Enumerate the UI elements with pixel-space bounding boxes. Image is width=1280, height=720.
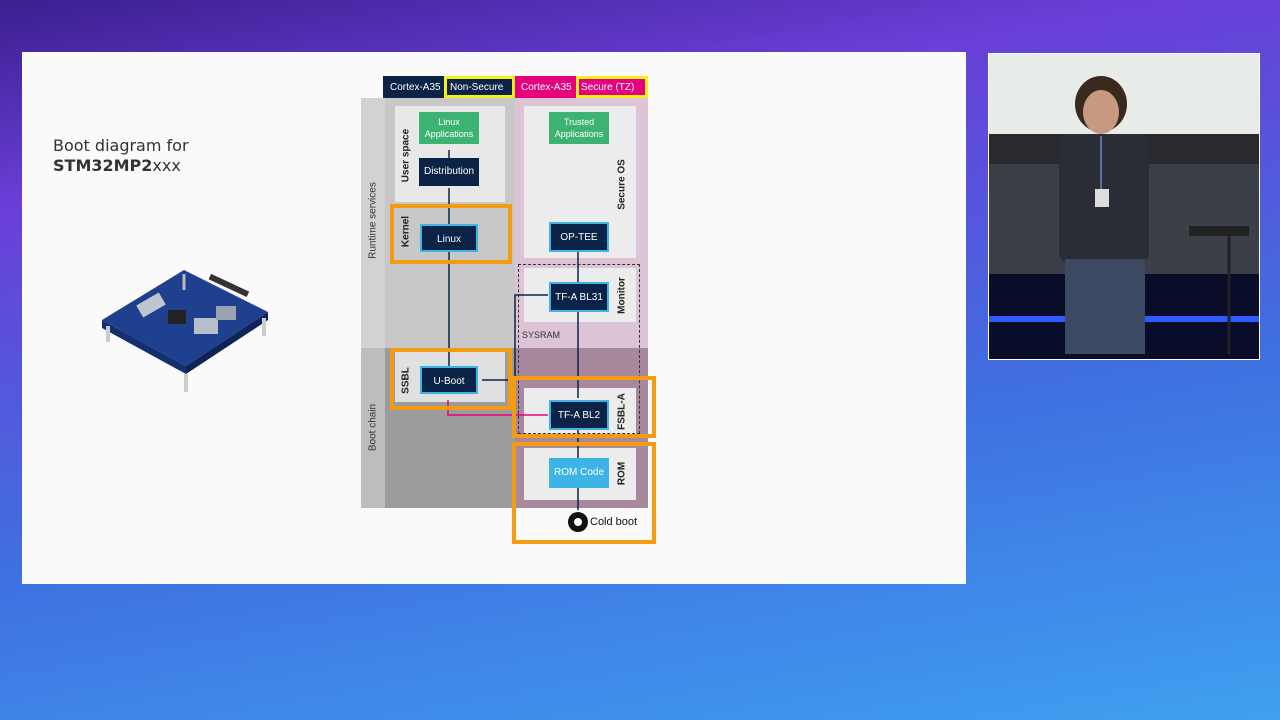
- speaker-video-frame: [989, 54, 1259, 359]
- distribution-box: Distribution: [419, 158, 479, 186]
- speaker-video: [988, 53, 1260, 360]
- header-ns: Non-Secure: [450, 82, 504, 93]
- tfa-bl2-box: TF-A BL2: [549, 400, 609, 430]
- cold-boot-icon-center: [574, 518, 582, 526]
- sysram-label: SYSRAM: [522, 330, 561, 340]
- boot-chain-band: [361, 348, 385, 508]
- header-s-core: Cortex-A35: [521, 82, 572, 93]
- optee-box: OP-TEE: [549, 222, 609, 252]
- tfa-bl31-box: TF-A BL31: [549, 282, 609, 312]
- uboot-box: U-Boot: [420, 366, 478, 394]
- caption-bold: STM32MP2: [53, 156, 153, 175]
- slide-caption: Boot diagram for STM32MP2xxx: [53, 136, 189, 176]
- header-ns-highlight: [444, 76, 515, 98]
- header-s-highlight: [576, 76, 648, 98]
- rom-code-box: ROM Code: [549, 458, 609, 488]
- rom-highlight: [512, 442, 656, 544]
- linux-kernel-box: Linux: [420, 224, 478, 252]
- stm32-board-image: [102, 270, 268, 392]
- caption-line1: Boot diagram for: [53, 136, 189, 155]
- trusted-apps-box: Trusted Applications: [549, 112, 609, 144]
- boot-diagram: Cortex-A35 Non-Secure Cortex-A35 Secure …: [340, 70, 670, 550]
- kernel-highlight: [390, 204, 512, 264]
- header-s: Secure (TZ): [581, 82, 635, 93]
- fsbl-highlight: [512, 376, 656, 438]
- cold-boot-label: Cold boot: [590, 516, 638, 528]
- sysram-region: [518, 264, 640, 434]
- caption-rest: xxx: [152, 156, 181, 175]
- runtime-services-band: [361, 98, 385, 348]
- header-ns-core: Cortex-A35: [390, 82, 441, 93]
- linux-apps-box: Linux Applications: [419, 112, 479, 144]
- ssbl-highlight: [390, 348, 512, 410]
